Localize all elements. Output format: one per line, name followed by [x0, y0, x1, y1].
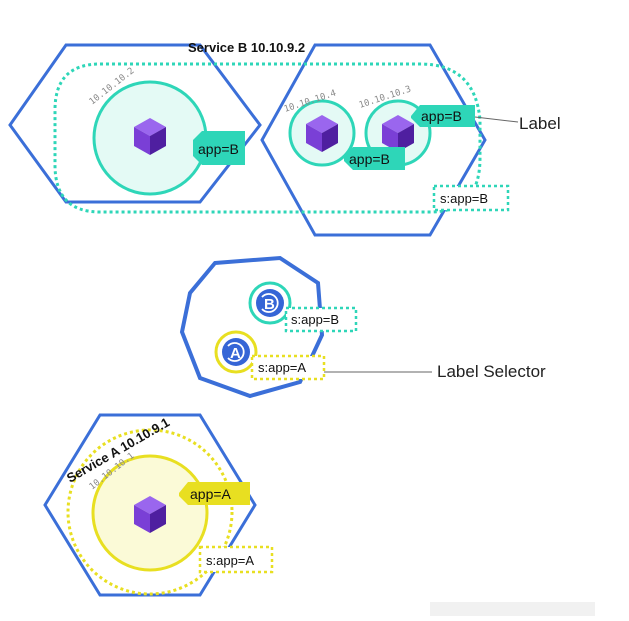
container-cube-icon [306, 115, 338, 152]
selector-node-heptagon [179, 255, 325, 399]
pod-b2-label-tag: app=B [344, 147, 405, 170]
service-a-group: Service A 10.10.9.1 10.10.10.1 app=A s:a… [43, 413, 274, 597]
node-hexagon-1 [8, 43, 262, 204]
pod-b1-label-tag: app=B [193, 131, 245, 165]
node-hexagon-3 [43, 413, 257, 597]
label-callout-text: Label [519, 114, 561, 133]
pod-b2-label-text: app=B [349, 151, 390, 167]
selector-a-letter: A [230, 345, 241, 362]
selector-b-letter: B [264, 296, 275, 313]
watermark-blur [430, 602, 595, 616]
pod-b3-label-tag: app=B [411, 105, 475, 127]
node-hexagon-2 [260, 43, 487, 237]
service-b-selector-box: s:app=B [432, 184, 510, 212]
selector-a-text: s:app=A [258, 360, 306, 375]
service-a-selector-box: s:app=A [198, 545, 274, 574]
service-b-boundary [53, 62, 482, 214]
pod-a1-label-tag: app=A [179, 482, 250, 505]
container-cube-icon [134, 496, 166, 533]
pod-a1-label-text: app=A [190, 486, 232, 502]
selector-b-text: s:app=B [291, 312, 339, 327]
service-a-boundary [66, 428, 234, 596]
service-a-selector-text: s:app=A [206, 553, 254, 568]
pod-b2: 10.10.10.4 [283, 89, 356, 167]
pod-b1: 10.10.10.2 app=B [88, 66, 245, 196]
label-callout-line [474, 116, 519, 123]
service-b-group: Service B 10.10.9.2 10.10.10.2 app=B 10.… [8, 40, 561, 237]
selector-a-box [250, 354, 326, 381]
service-b-selector-text: s:app=B [440, 191, 488, 206]
container-cube-icon [134, 118, 166, 155]
selector-b-box [284, 306, 358, 333]
container-cube-icon [382, 115, 414, 152]
service-b-title: Service B 10.10.9.2 [188, 40, 305, 55]
selector-a: A s:app=A [214, 330, 326, 381]
pod-b1-label-text: app=B [198, 141, 239, 157]
selector-node-group: B s:app=B A s:app=A Label Selector [179, 255, 546, 399]
pod-b3-label-text: app=B [421, 108, 462, 124]
label-selector-callout-text: Label Selector [437, 362, 546, 381]
selector-b: B s:app=B [248, 281, 358, 333]
